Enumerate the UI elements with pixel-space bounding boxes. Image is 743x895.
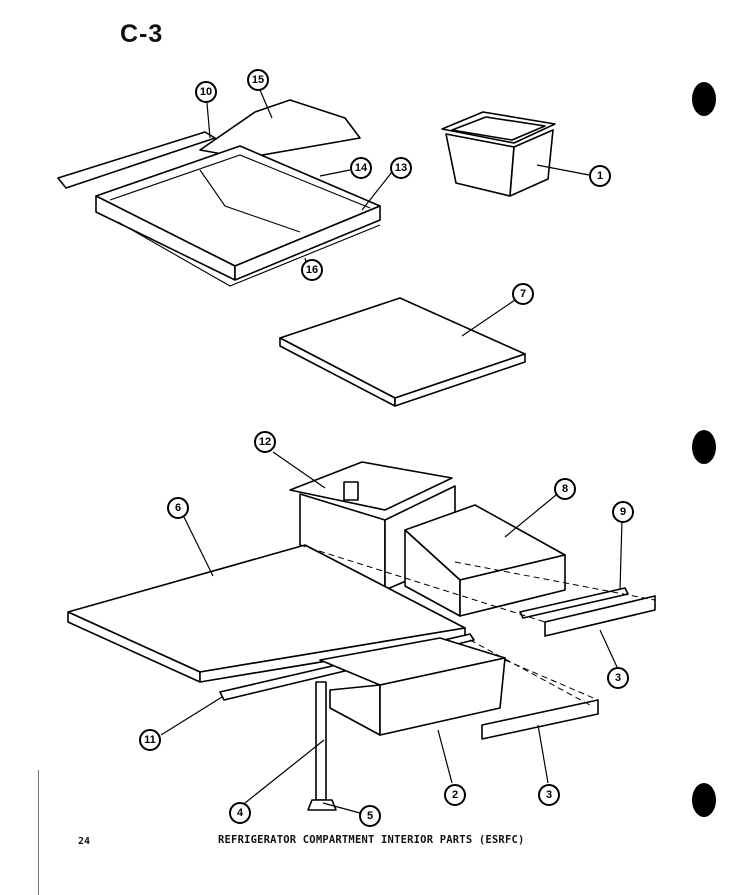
svg-text:4: 4	[237, 807, 244, 819]
callout-11: 11	[139, 729, 161, 751]
part-large-shelf	[67, 544, 471, 683]
svg-text:1: 1	[597, 170, 603, 182]
page-number: 24	[78, 836, 91, 847]
svg-text:5: 5	[367, 810, 373, 822]
svg-text:9: 9	[620, 506, 626, 518]
svg-text:8: 8	[562, 483, 568, 495]
page-caption: REFRIGERATOR COMPARTMENT INTERIOR PARTS …	[218, 834, 525, 846]
part-cover-panel	[279, 297, 526, 407]
callout-4: 4	[229, 802, 251, 824]
svg-text:14: 14	[355, 162, 368, 174]
part-support-leg	[307, 681, 337, 811]
callout-3-upper: 3	[607, 667, 629, 689]
callout-14: 14	[350, 157, 372, 179]
svg-text:15: 15	[252, 74, 264, 86]
callout-10: 10	[195, 81, 217, 103]
callout-15: 15	[247, 69, 269, 91]
svg-text:16: 16	[306, 264, 318, 276]
binder-hole-top	[692, 82, 716, 116]
callout-8: 8	[554, 478, 576, 500]
assembly-lines	[299, 544, 656, 706]
binder-hole-middle	[692, 430, 716, 464]
callout-3-lower: 3	[538, 784, 560, 806]
svg-text:7: 7	[520, 288, 526, 300]
svg-text:13: 13	[395, 162, 407, 174]
part-lower-drawer	[319, 637, 506, 736]
callout-9: 9	[612, 501, 634, 523]
part-upper-shelf-assembly	[57, 99, 381, 287]
callout-2: 2	[444, 784, 466, 806]
callout-7: 7	[512, 283, 534, 305]
page-edge-mark	[38, 770, 39, 895]
callout-5: 5	[359, 805, 381, 827]
svg-text:12: 12	[259, 436, 271, 448]
svg-text:3: 3	[615, 672, 621, 684]
svg-text:3: 3	[546, 789, 552, 801]
page-label: C-3	[120, 20, 164, 48]
svg-text:10: 10	[200, 86, 212, 98]
part-bin	[441, 111, 556, 197]
callout-13: 13	[390, 157, 412, 179]
svg-text:11: 11	[144, 734, 156, 746]
callout-16: 16	[301, 259, 323, 281]
svg-text:2: 2	[452, 789, 458, 801]
binder-hole-bottom	[692, 783, 716, 817]
part-crisper-pan	[289, 461, 566, 617]
callout-12: 12	[254, 431, 276, 453]
part-rails	[481, 587, 656, 740]
callout-1: 1	[589, 165, 611, 187]
callout-6: 6	[167, 497, 189, 519]
svg-text:6: 6	[175, 502, 181, 514]
leader-lines	[160, 89, 623, 814]
